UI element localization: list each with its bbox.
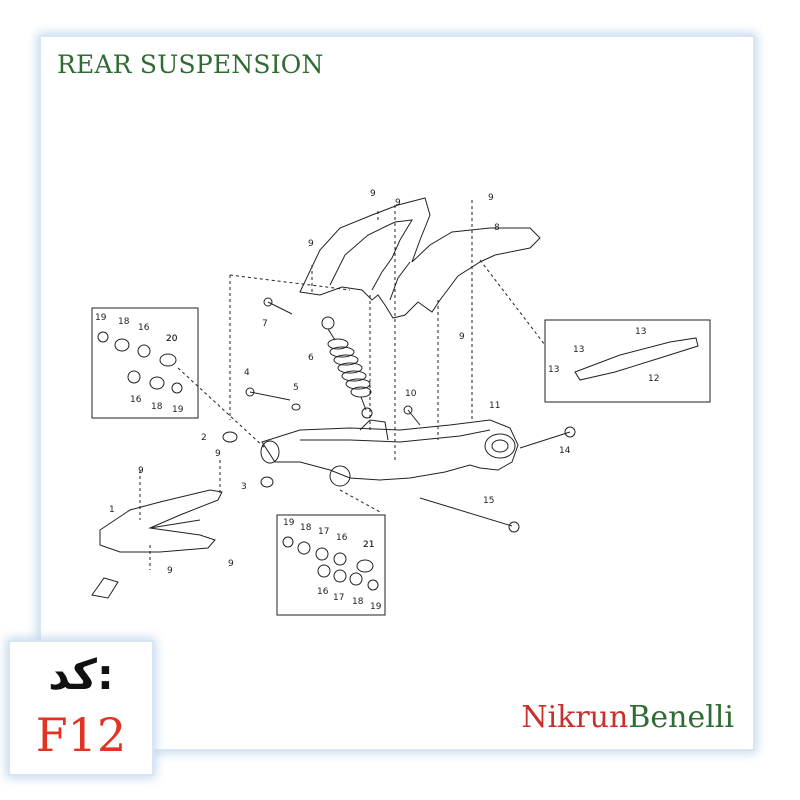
part-label-9: 9: [370, 189, 376, 199]
assembly-lines: [139, 200, 546, 570]
callout-bottom-16: 16: [336, 533, 348, 543]
callout-right-13: 13: [573, 345, 584, 355]
part-label-4: 4: [244, 368, 250, 378]
code-label: کد:: [48, 650, 114, 699]
callout-left-19: 19: [95, 313, 107, 323]
part-label-9: 9: [395, 198, 401, 208]
bushing-callout-box-bottom: [276, 514, 386, 616]
code-box: کد: F12: [10, 642, 152, 774]
callout-bottom-18: 18: [300, 523, 312, 533]
part-label-3: 3: [241, 482, 247, 492]
part-label-7: 7: [262, 319, 268, 329]
part-label-11: 11: [489, 401, 500, 411]
part-label-15: 15: [483, 496, 494, 506]
brand-name-part1: Nikrun: [521, 700, 629, 735]
callout-bottom-16: 16: [317, 587, 329, 597]
bushings-left: [97, 331, 183, 394]
part-label-10: 10: [405, 389, 417, 399]
swing-arm-part: [260, 419, 519, 487]
callout-left-18: 18: [151, 402, 163, 412]
callout-right-13: 13: [548, 365, 559, 375]
callout-bottom-18: 18: [352, 597, 364, 607]
part-label-20: 20: [166, 334, 178, 344]
part-label-9: 9: [215, 449, 221, 459]
bushing-callout-box-left: [91, 307, 199, 419]
callout-bottom-19: 19: [283, 518, 295, 528]
chain-guard-part: [574, 337, 699, 381]
code-value: F12: [35, 708, 127, 762]
part-label-1: 1: [109, 505, 115, 515]
callout-bottom-19: 19: [370, 602, 382, 612]
callout-left-16: 16: [138, 323, 150, 333]
shock-absorber-part: [321, 316, 373, 419]
callout-left-19: 19: [172, 405, 184, 415]
callout-bottom-17: 17: [318, 527, 329, 537]
part-label-21: 21: [363, 540, 374, 550]
callout-left-16: 16: [130, 395, 142, 405]
part-label-8: 8: [494, 223, 500, 233]
chain-guard-callout-box: [544, 319, 711, 403]
part-label-9: 9: [459, 332, 465, 342]
callout-right-12: 12: [648, 374, 659, 384]
front-arrow-icon: [91, 577, 119, 599]
brand-name: NikrunBenelli: [521, 700, 734, 735]
callout-bottom-21: 21: [363, 540, 374, 550]
part-label-9: 9: [228, 559, 234, 569]
rear-fender-part: [299, 197, 541, 319]
bushings-bottom: [282, 536, 379, 591]
fasteners-group: [222, 297, 576, 533]
chain-slider-part: [99, 489, 223, 553]
callout-right-13: 13: [635, 327, 646, 337]
part-label-9: 9: [488, 193, 494, 203]
page-title: REAR SUSPENSION: [57, 50, 324, 79]
callout-left-18: 18: [118, 317, 130, 327]
callout-bottom-17: 17: [333, 593, 344, 603]
page-frame: [41, 37, 753, 749]
part-label-9: 9: [138, 466, 144, 476]
part-label-9: 9: [167, 566, 173, 576]
part-label-5: 5: [293, 383, 299, 393]
part-label-6: 6: [308, 353, 314, 363]
part-label-9: 9: [308, 239, 314, 249]
part-label-14: 14: [559, 446, 571, 456]
brand-name-part2: Benelli: [628, 700, 734, 735]
callout-left-20: 20: [166, 334, 178, 344]
part-label-2: 2: [201, 433, 207, 443]
